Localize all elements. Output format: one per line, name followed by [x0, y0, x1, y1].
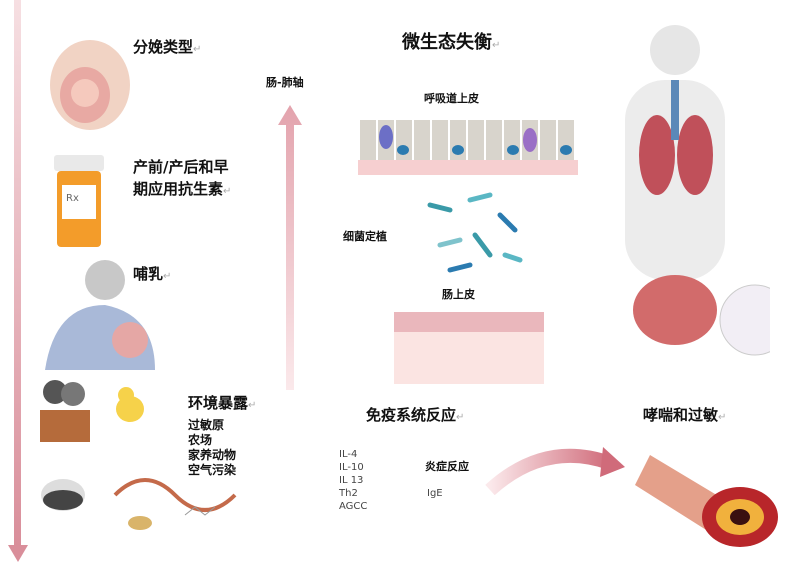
- antibiotics-label-2: 期应用抗生素: [133, 180, 224, 198]
- cytokine-item: IL 13: [339, 475, 364, 486]
- environment-item: 家养动物: [188, 448, 237, 462]
- antibiotics-label-1: 产前/产后和早: [133, 158, 229, 176]
- inflamed-airway-illustration: [635, 455, 778, 547]
- gut-epithelium-illustration: [394, 312, 544, 384]
- environment-title: 环境暴露: [188, 394, 249, 412]
- chick-icon: [116, 387, 144, 422]
- breastfeeding-label: 哺乳: [133, 265, 164, 283]
- environment-item: 空气污染: [188, 463, 237, 477]
- timeline-arrow: [8, 0, 28, 562]
- gut-lung-axis-arrow: [278, 105, 302, 390]
- cytokine-item: Th2: [339, 488, 358, 499]
- curved-arrow: [485, 447, 625, 495]
- airway-epithelium-label: 呼吸道上皮: [424, 92, 479, 105]
- environment-item: 过敏原: [188, 418, 225, 432]
- airway-epithelium-illustration: [358, 120, 578, 175]
- environment-item: 农场: [188, 433, 213, 447]
- cytokine-item: IL-10: [339, 462, 364, 473]
- delivery-type-label: 分娩类型: [133, 38, 194, 56]
- asthma-allergy-title: 哮喘和过敏: [643, 406, 719, 424]
- bacterial-colonization-label: 细菌定植: [343, 230, 387, 243]
- ige-label: IgE: [427, 488, 443, 499]
- cytokine-item: IL-4: [339, 449, 358, 460]
- pregnancy-illustration: [50, 40, 130, 130]
- pill-bottle-illustration: Rx: [54, 155, 104, 247]
- human-body-illustration: [625, 25, 770, 356]
- inflammation-label: 炎症反应: [425, 460, 469, 473]
- gut-epithelium-label: 肠上皮: [442, 288, 475, 301]
- bacteria-illustration: [427, 192, 523, 273]
- breastfeeding-illustration: [45, 260, 155, 370]
- factory-pollution-icon: [40, 380, 90, 442]
- immune-response-title: 免疫系统反应: [366, 406, 457, 424]
- dysbiosis-title: 微生态失衡: [402, 32, 492, 53]
- dog-icon: [41, 479, 85, 511]
- cytokine-item: AGCC: [339, 501, 368, 512]
- gut-lung-axis-label: 肠-肺轴: [266, 76, 304, 89]
- allergens-icon: [113, 478, 237, 530]
- svg-text:Rx: Rx: [66, 193, 79, 204]
